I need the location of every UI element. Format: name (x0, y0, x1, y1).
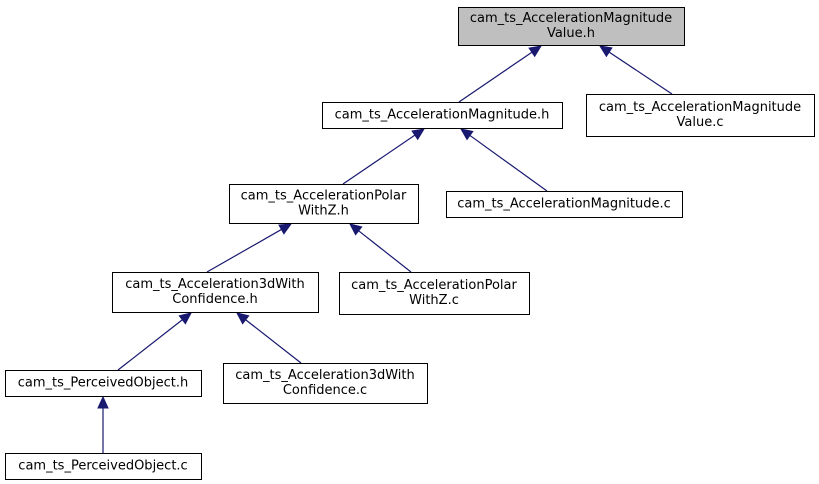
edge-n7-to-n5 (117, 312, 192, 371)
edge-line (458, 51, 533, 103)
node-label: cam_ts_PerceivedObject.h (18, 376, 189, 391)
edge-n4-to-n1 (460, 128, 548, 192)
node-box[interactable] (112, 272, 319, 313)
edge-arrowhead (236, 312, 250, 325)
edge-n8-to-n5 (236, 312, 302, 364)
node-box[interactable] (229, 184, 419, 224)
node-box[interactable] (322, 102, 563, 129)
node-label: cam_ts_Acceleration3dWith (125, 277, 304, 292)
node-label: WithZ.h (298, 204, 349, 219)
node-box[interactable] (223, 363, 428, 404)
edge-line (608, 51, 673, 95)
edge-arrowhead (178, 312, 192, 325)
node-label: cam_ts_AccelerationPolar (241, 189, 407, 204)
edge-arrowhead (411, 128, 425, 141)
edge-arrowhead (598, 45, 613, 58)
edge-n5-to-n3 (206, 223, 293, 273)
node-box[interactable] (458, 7, 685, 46)
graph-node[interactable]: cam_ts_AccelerationMagnitude.h (322, 102, 563, 129)
node-box[interactable] (446, 191, 683, 218)
node-label: cam_ts_AccelerationMagnitude.h (335, 108, 550, 123)
node-label: cam_ts_AccelerationMagnitude.c (457, 197, 671, 212)
graph-node[interactable]: cam_ts_AccelerationMagnitude.c (446, 191, 683, 218)
edge-n3-to-n1 (342, 128, 425, 185)
edge-line (117, 319, 183, 371)
nodes-layer: cam_ts_AccelerationMagnitudeValue.hcam_t… (5, 7, 815, 480)
node-label: WithZ.c (409, 293, 459, 308)
node-label: cam_ts_AccelerationPolar (351, 278, 517, 293)
edge-line (469, 134, 548, 192)
node-label: cam_ts_Acceleration3dWith (235, 368, 414, 383)
edge-arrowhead (528, 45, 543, 58)
edge-arrowhead (97, 395, 109, 409)
node-label: Value.c (677, 115, 724, 130)
edge-n6-to-n3 (349, 223, 412, 273)
node-box[interactable] (339, 272, 530, 315)
node-label: cam_ts_PerceivedObject.c (18, 459, 187, 474)
edge-arrowhead (278, 223, 293, 235)
edge-n1-to-n0 (458, 45, 543, 103)
node-box[interactable] (586, 94, 815, 137)
edge-arrowhead (349, 223, 363, 236)
edge-n2-to-n0 (598, 45, 673, 95)
node-label: Confidence.c (283, 383, 367, 398)
edge-line (245, 319, 302, 364)
edge-line (206, 228, 282, 273)
edge-n9-to-n7 (97, 395, 109, 453)
node-label: Confidence.h (172, 292, 257, 307)
graph-node[interactable]: cam_ts_PerceivedObject.c (5, 453, 202, 480)
edge-line (358, 230, 412, 273)
edge-arrowhead (460, 128, 474, 141)
node-label: Value.h (547, 26, 595, 41)
node-box[interactable] (5, 453, 202, 480)
edges-layer (97, 45, 673, 453)
graph-node[interactable]: cam_ts_PerceivedObject.h (5, 370, 202, 397)
node-label: cam_ts_AccelerationMagnitude (599, 100, 801, 115)
node-box[interactable] (5, 370, 202, 397)
node-label: cam_ts_AccelerationMagnitude (470, 11, 672, 26)
edge-line (342, 134, 416, 185)
